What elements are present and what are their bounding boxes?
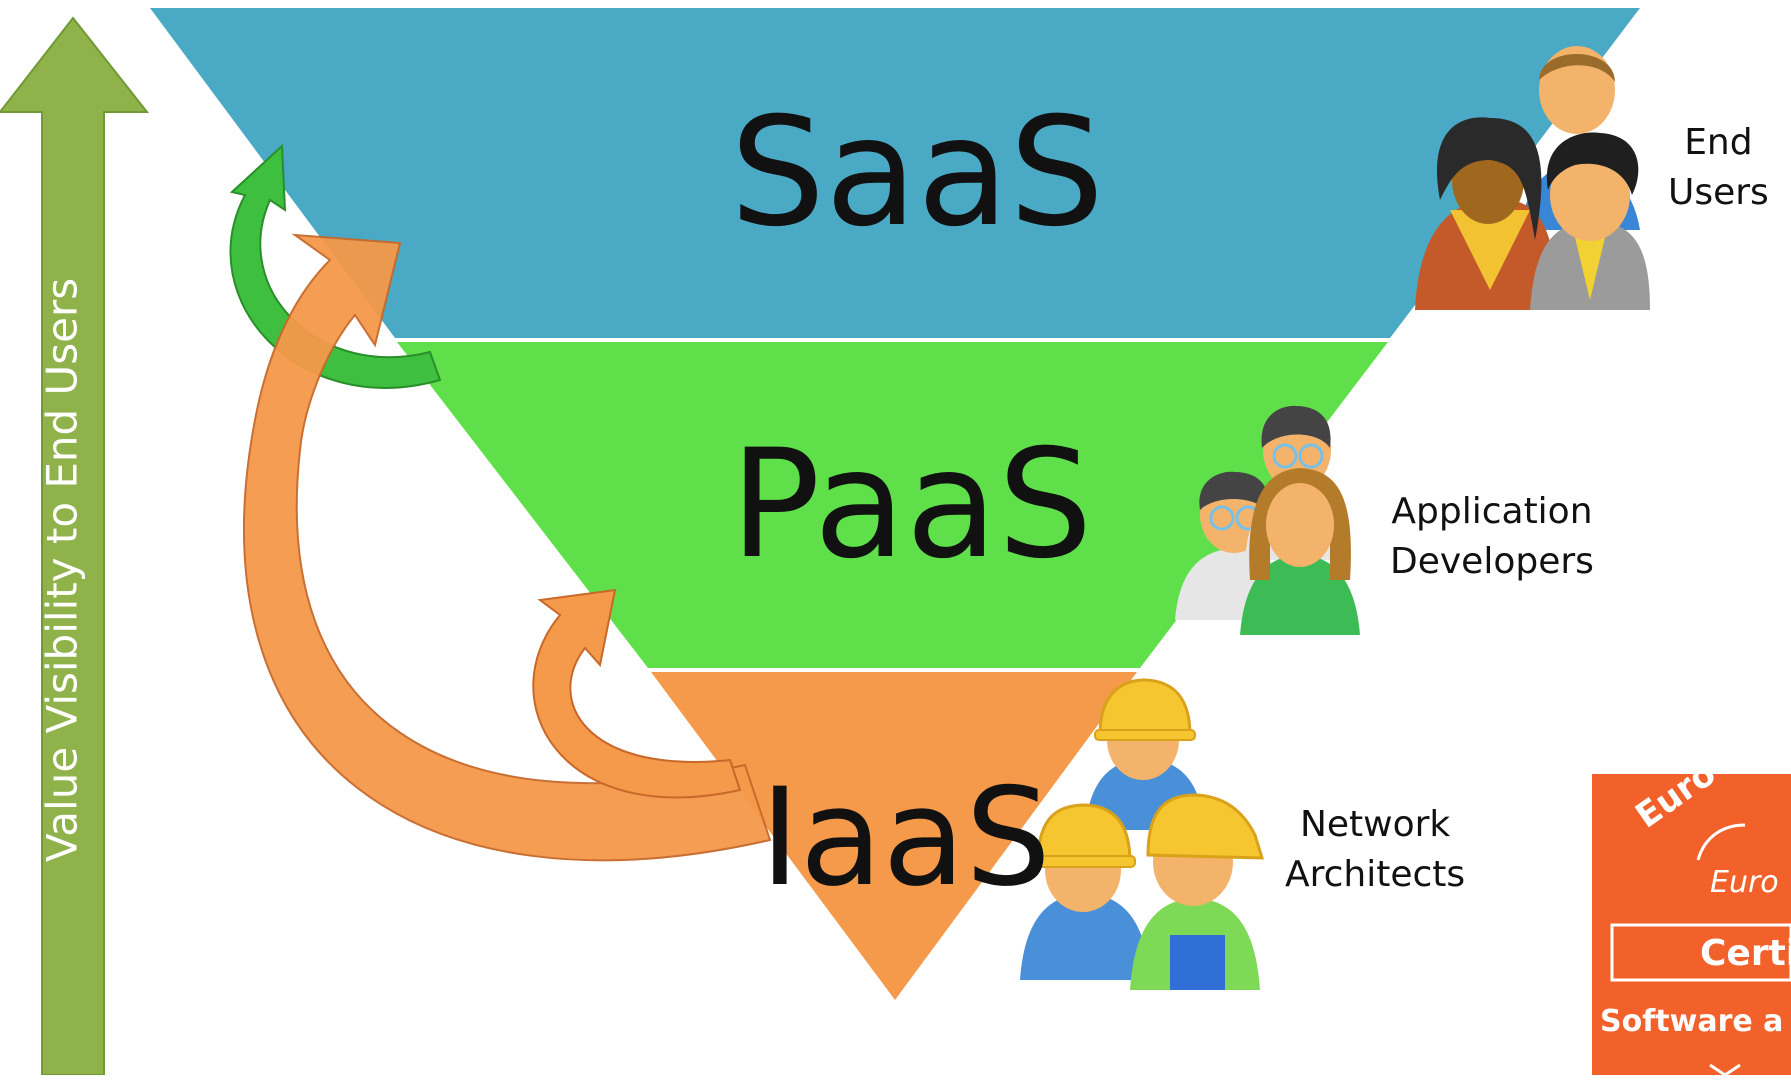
saas-label: SaaS [730, 86, 1105, 260]
value-visibility-arrow [0, 16, 150, 1076]
iaas-label: IaaS [760, 759, 1051, 916]
app-developers-label: Application Developers [1390, 487, 1594, 588]
app-developers-icon [1175, 405, 1360, 635]
paas-layer [397, 342, 1388, 668]
iaas-layer [651, 672, 1137, 1000]
end-users-line1: End [1684, 122, 1753, 163]
badge-certified: Certif [1700, 933, 1791, 974]
iaas-to-paas-arrow [532, 588, 742, 799]
network-architects-label: Network Architects [1285, 800, 1465, 901]
app-developers-line2: Developers [1390, 541, 1594, 583]
end-users-label: End Users [1668, 118, 1769, 219]
paas-label: PaaS [730, 418, 1093, 592]
eurocloud-badge [1592, 774, 1791, 1077]
network-architects-line1: Network [1299, 804, 1451, 845]
network-architects-line2: Architects [1285, 854, 1466, 896]
end-users-icon [1415, 46, 1650, 310]
badge-sub: Euro [1710, 865, 1779, 900]
value-visibility-label: Value Visibility to End Users [37, 277, 87, 863]
iaas-to-saas-arrow [243, 233, 772, 862]
saas-layer [150, 8, 1640, 338]
end-users-line2: Users [1668, 172, 1769, 214]
badge-software: Software a [1600, 1004, 1784, 1039]
app-developers-line1: Application [1391, 491, 1593, 532]
network-architects-icon [1020, 678, 1265, 990]
